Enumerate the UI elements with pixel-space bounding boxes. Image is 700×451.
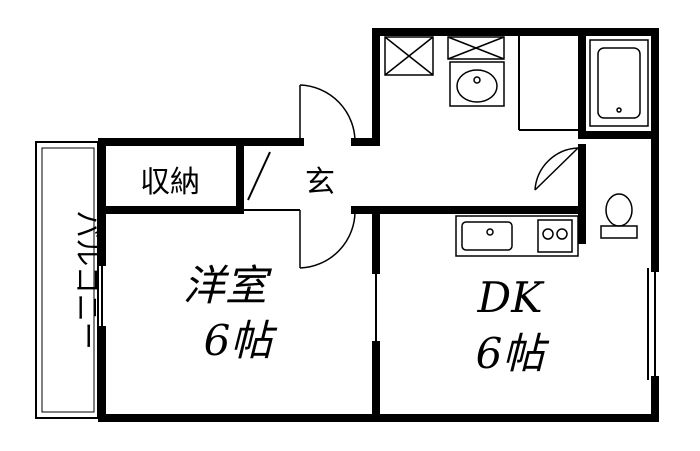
bath-door (534, 147, 579, 191)
entrance-label: 玄 (305, 165, 335, 200)
room-door (299, 209, 356, 269)
western-room-name: 洋室 (183, 261, 272, 310)
kitchen-counter (455, 215, 579, 257)
storage-label: 収納 (140, 165, 200, 200)
washing-machine (384, 36, 505, 76)
dk-name: DK (476, 273, 545, 322)
western-room-size: 6帖 (204, 316, 278, 365)
balcony-label: バルコニー (71, 210, 104, 349)
balcony (35, 141, 99, 419)
dk-size: 6帖 (476, 329, 550, 378)
bathtub (589, 39, 649, 127)
washbasin (449, 61, 505, 107)
thin-walls (101, 36, 656, 380)
entrance-door (299, 84, 356, 143)
walls (98, 28, 659, 422)
toilet (600, 193, 638, 239)
